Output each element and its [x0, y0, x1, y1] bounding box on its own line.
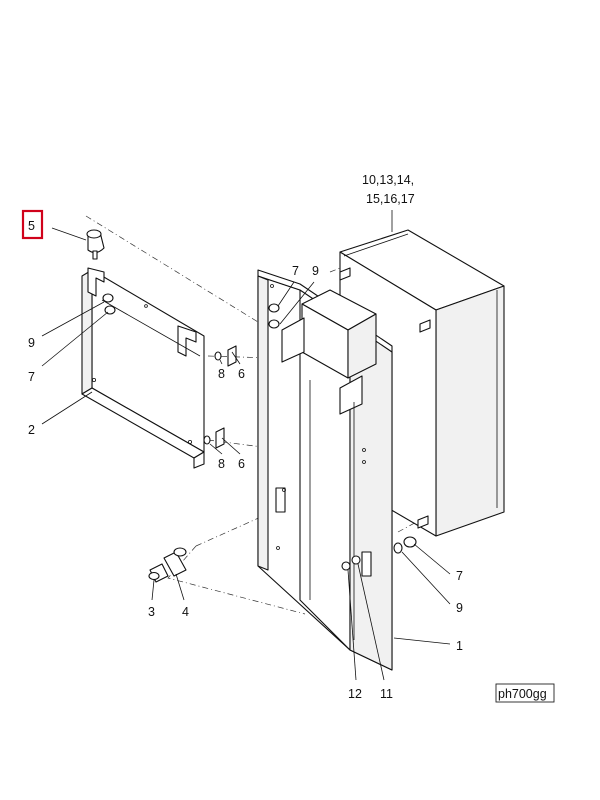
callout-labels: 5 10,13,14, 15,16,17 9 7 2 8 6 8 6 7 9 3…: [28, 173, 463, 701]
callout-6-lower: 6: [238, 457, 245, 471]
callout-12: 12: [348, 687, 362, 701]
isolator-and-stud: [148, 547, 187, 583]
callout-9-top: 9: [312, 264, 319, 278]
callout-top-line2: 15,16,17: [366, 192, 415, 206]
callout-2: 2: [28, 423, 35, 437]
callout-5[interactable]: 5: [28, 219, 35, 233]
callout-4: 4: [182, 605, 189, 619]
callout-top-line1: 10,13,14,: [362, 173, 414, 187]
callout-7-right: 7: [456, 569, 463, 583]
callout-7-top: 7: [292, 264, 299, 278]
callout-7-left: 7: [28, 370, 35, 384]
mounting-frame: [257, 269, 393, 671]
bracket-plate: [81, 267, 205, 469]
callout-1: 1: [456, 639, 463, 653]
callout-8-lower: 8: [218, 457, 225, 471]
callout-11: 11: [380, 687, 393, 701]
callout-6-upper: 6: [238, 367, 245, 381]
leader-lines: [41, 210, 451, 681]
reference-tag-text: ph700gg: [498, 687, 547, 701]
anti-vibration-mount: [86, 229, 105, 260]
callout-9-left: 9: [28, 336, 35, 350]
highlight-box: [21, 209, 44, 240]
reference-tag: ph700gg: [495, 683, 555, 703]
fasteners: [102, 267, 431, 571]
callout-8-upper: 8: [218, 367, 225, 381]
callout-3: 3: [148, 605, 155, 619]
callout-9-right: 9: [456, 601, 463, 615]
